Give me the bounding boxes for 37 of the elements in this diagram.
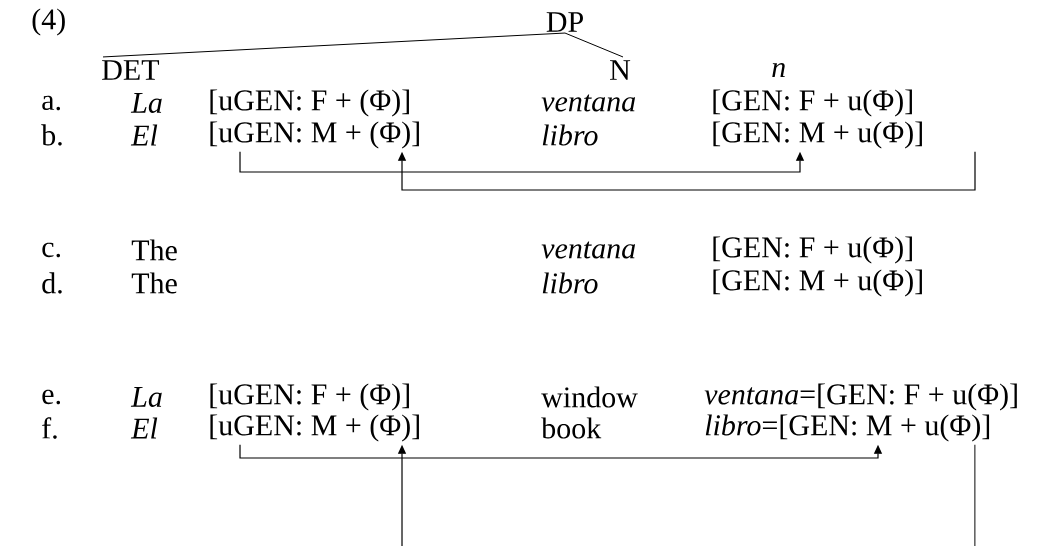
tree-label: N (610, 60, 631, 80)
example-text: El (130, 417, 158, 439)
example-text: The (131, 272, 177, 294)
example-text: El (130, 124, 158, 146)
example-label: f. (42, 417, 57, 439)
tree-branch (102, 32, 566, 58)
example-text: [uGEN: F + (Φ)] (210, 383, 409, 411)
example-text: libro (542, 272, 598, 294)
example-text: ventana (541, 94, 636, 112)
feature-bracket: [GEN: M + u(Φ)] (713, 121, 922, 149)
example-label: d. (42, 272, 62, 294)
example-text: [GEN: F + u(Φ)] (713, 236, 912, 264)
arrow (397, 444, 976, 546)
feature-bracket: [uGEN: M + (Φ)] (210, 121, 419, 149)
example-text: La (130, 387, 162, 407)
example-text: book (541, 417, 602, 439)
tree-branch (564, 32, 624, 58)
example-text: The (131, 239, 177, 261)
example-text: libro (542, 124, 598, 146)
example-text: ventana=[GEN: F + u(Φ)] (704, 383, 1017, 411)
example-text: [GEN: F + u(Φ)] (713, 89, 912, 117)
example-label: b. (41, 124, 62, 146)
example-text: window (541, 386, 638, 408)
feature-bracket: [uGEN: M + (Φ)] (210, 414, 419, 442)
tree-label: DP (546, 12, 583, 32)
example-text: [uGEN: F + (Φ)] (210, 89, 409, 117)
example-text: La (130, 93, 162, 113)
arrow (397, 151, 976, 191)
example-text: [GEN: M + u(Φ)] (713, 269, 922, 297)
example-text: ventana (541, 241, 636, 259)
example-label: e. (42, 389, 61, 405)
example-label: a. (42, 95, 61, 111)
feature-bracket: libro=[GEN: M + u(Φ)] (705, 414, 990, 442)
example-label: (4) (32, 8, 65, 36)
tree-label: DET (102, 60, 160, 80)
example-text: n (772, 62, 785, 78)
example-label: c. (42, 242, 61, 258)
